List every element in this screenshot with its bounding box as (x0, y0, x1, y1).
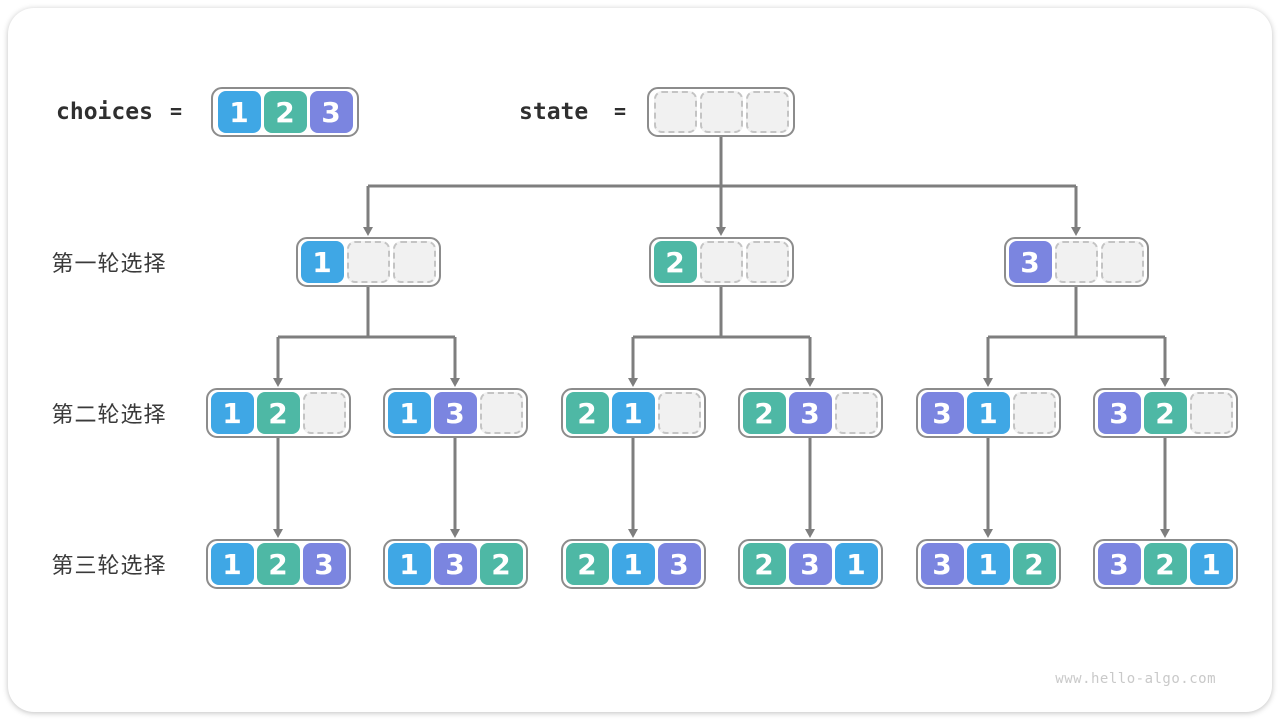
array-cell: 3 (657, 543, 701, 585)
array-cell: 2 (653, 241, 697, 283)
array-cell: 3 (433, 543, 477, 585)
row-label: 第二轮选择 (51, 402, 167, 427)
choices-label: choices (56, 99, 153, 125)
array-cell: 3 (920, 543, 964, 585)
array-box: 1 (295, 237, 441, 287)
empty-cell (745, 241, 789, 283)
state-array (647, 87, 795, 137)
array-box: 2 (648, 237, 794, 287)
row-label: 第三轮选择 (51, 553, 167, 578)
array-cell: 1 (834, 543, 878, 585)
array-cell: 3 (1097, 392, 1141, 434)
empty-cell (653, 91, 697, 133)
empty-cell (479, 392, 523, 434)
array-cell: 2 (1143, 543, 1187, 585)
empty-cell (1100, 241, 1144, 283)
array-cell: 2 (1012, 543, 1056, 585)
array-cell: 3 (1097, 543, 1141, 585)
array-cell: 3 (433, 392, 477, 434)
array-cell: 2 (479, 543, 523, 585)
array-cell: 1 (217, 91, 261, 133)
array-cell: 3 (1008, 241, 1052, 283)
empty-cell (1189, 392, 1233, 434)
array-cell: 2 (742, 543, 786, 585)
array-cell: 3 (788, 543, 832, 585)
array-cell: 3 (302, 543, 346, 585)
empty-cell (745, 91, 789, 133)
array-cell: 2 (263, 91, 307, 133)
array-cell: 1 (210, 392, 254, 434)
empty-cell (346, 241, 390, 283)
empty-cell (657, 392, 701, 434)
array-cell: 1 (611, 392, 655, 434)
array-cell: 1 (966, 543, 1010, 585)
empty-cell (699, 91, 743, 133)
watermark: www.hello-algo.com (1055, 671, 1216, 687)
array-cell: 2 (565, 543, 609, 585)
array-cell: 1 (1189, 543, 1233, 585)
empty-cell (1054, 241, 1098, 283)
empty-cell (699, 241, 743, 283)
array-cell: 1 (210, 543, 254, 585)
empty-cell (392, 241, 436, 283)
array-cell: 2 (1143, 392, 1187, 434)
empty-cell (834, 392, 878, 434)
array-cell: 1 (387, 392, 431, 434)
array-cell: 1 (387, 543, 431, 585)
state-label: state (519, 99, 589, 125)
array-cell: 2 (742, 392, 786, 434)
array-cell: 1 (611, 543, 655, 585)
array-cell: 2 (256, 543, 300, 585)
array-cell: 3 (920, 392, 964, 434)
empty-cell (1012, 392, 1056, 434)
array-cell: 1 (966, 392, 1010, 434)
array-cell: 2 (565, 392, 609, 434)
array-cell: 2 (256, 392, 300, 434)
choices-equals-sign: = (169, 99, 183, 123)
array-box: 3 (1003, 237, 1149, 287)
state-equals-sign: = (613, 99, 627, 123)
empty-cell (302, 392, 346, 434)
row-label: 第一轮选择 (51, 251, 167, 276)
array-cell: 3 (309, 91, 353, 133)
diagram-card (8, 8, 1272, 712)
array-cell: 1 (300, 241, 344, 283)
array-cell: 3 (788, 392, 832, 434)
